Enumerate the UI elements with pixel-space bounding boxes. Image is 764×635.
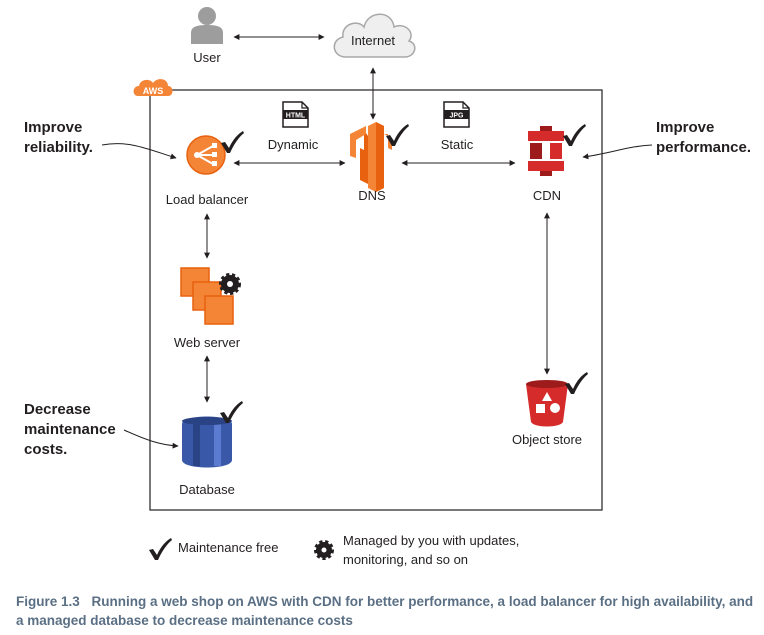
database-label: Database	[179, 482, 235, 497]
web-server-icon	[180, 267, 234, 325]
jpg-badge-label: JPG	[449, 113, 464, 120]
database-icon	[182, 416, 232, 468]
annotation-maintenance: Decrease maintenance costs.	[24, 401, 120, 458]
cdn-label: CDN	[533, 188, 561, 203]
aws-boundary	[149, 89, 603, 511]
cdn-check-icon	[563, 124, 586, 146]
load-balancer-icon	[186, 135, 226, 175]
aws-badge-icon: AWS	[133, 79, 173, 96]
legend-managed: Managed by you with updates, monitoring,…	[343, 533, 523, 567]
annotation-reliability: Improve reliability.	[24, 119, 93, 156]
dynamic-label: Dynamic	[268, 137, 319, 152]
web-server-label: Web server	[174, 335, 241, 350]
internet-label: Internet	[351, 33, 395, 48]
static-label: Static	[441, 137, 474, 152]
user-label: User	[193, 50, 221, 65]
legend-gear-icon	[314, 540, 334, 560]
dns-icon	[350, 122, 392, 192]
dns-label: DNS	[358, 188, 386, 203]
figure-number: Figure 1.3	[16, 594, 80, 609]
figure-caption-text: Running a web shop on AWS with CDN for b…	[16, 594, 754, 628]
annotation-maintenance-arrow	[123, 429, 179, 449]
aws-badge-label: AWS	[143, 86, 164, 96]
annotation-reliability-arrow	[101, 143, 177, 160]
legend-check-icon	[149, 538, 172, 560]
annotation-performance-arrow	[582, 144, 653, 160]
jpg-file-icon: JPG	[443, 101, 470, 128]
load-balancer-label: Load balancer	[166, 192, 249, 207]
html-file-icon: HTML	[282, 101, 309, 128]
html-badge-label: HTML	[286, 113, 306, 120]
annotation-performance: Improve performance.	[656, 119, 751, 156]
object-store-icon	[526, 380, 568, 427]
user-icon	[191, 7, 223, 44]
object-store-label: Object store	[512, 432, 582, 447]
object-store-check-icon	[565, 372, 588, 394]
figure-caption: Figure 1.3 Running a web shop on AWS wit…	[16, 592, 756, 630]
gear-icon	[219, 273, 241, 295]
internet-cloud-icon	[333, 13, 416, 58]
cdn-icon	[528, 126, 564, 176]
legend-maintenance-free: Maintenance free	[178, 540, 278, 555]
